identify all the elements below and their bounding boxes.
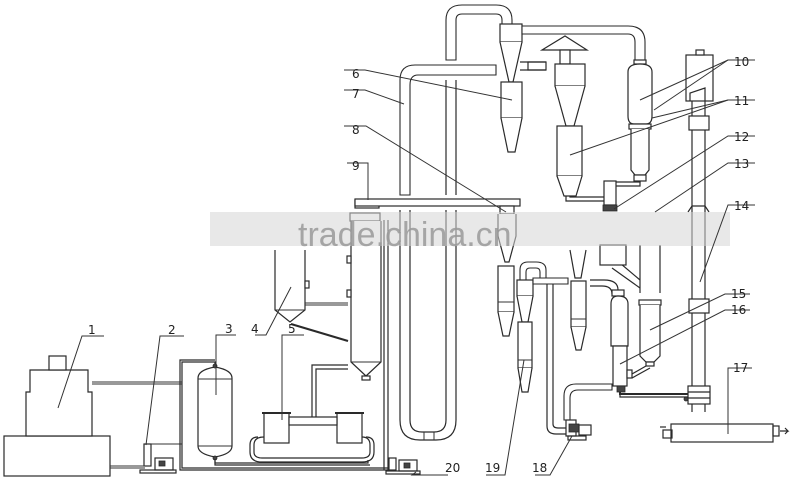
callout-11: 11	[734, 94, 749, 108]
vertical-vessel	[197, 363, 233, 461]
platform-beam	[354, 198, 521, 207]
callout-8: 8	[352, 123, 360, 137]
transfer-duct	[521, 25, 646, 61]
callout-labels: 1 2 3 4 5 6 7 8 9 10 11 12 13 14 15 16 1…	[88, 55, 749, 475]
callout-17: 17	[733, 361, 748, 375]
callout-20: 20	[445, 461, 460, 475]
circulation-pump	[385, 457, 421, 475]
large-tank-unit	[3, 355, 111, 477]
callout-1: 1	[88, 323, 96, 337]
upper-separator	[627, 59, 653, 182]
secondary-riser	[638, 245, 662, 367]
callout-10: 10	[734, 55, 749, 69]
twin-tank-assembly	[249, 364, 375, 463]
feed-hopper	[274, 250, 310, 323]
callout-15: 15	[731, 287, 746, 301]
callout-19: 19	[485, 461, 500, 475]
blower-fan	[563, 383, 613, 441]
callout-14: 14	[734, 199, 749, 213]
top-cyclone	[499, 23, 523, 153]
callout-12: 12	[734, 130, 749, 144]
lower-separator	[590, 279, 651, 393]
callout-18: 18	[532, 461, 547, 475]
horizontal-heater	[660, 423, 790, 443]
callout-9: 9	[352, 159, 360, 173]
callout-7: 7	[352, 87, 360, 101]
watermark-text: trade.china.cn	[298, 216, 512, 254]
tall-stack-column	[685, 49, 714, 412]
feed-pump	[139, 443, 177, 474]
rotary-valve	[602, 180, 618, 212]
callout-2: 2	[168, 323, 176, 337]
callout-3: 3	[225, 322, 233, 336]
watermark: trade.china.cn	[210, 212, 730, 254]
callout-6: 6	[352, 67, 360, 81]
callout-13: 13	[734, 157, 749, 171]
callout-16: 16	[731, 303, 746, 317]
inclined-chute	[569, 249, 587, 351]
callout-5: 5	[288, 322, 296, 336]
callout-4: 4	[251, 322, 259, 336]
callout-leaders	[57, 59, 755, 476]
small-cyclone	[516, 261, 547, 393]
collector-cyclone	[539, 35, 590, 197]
